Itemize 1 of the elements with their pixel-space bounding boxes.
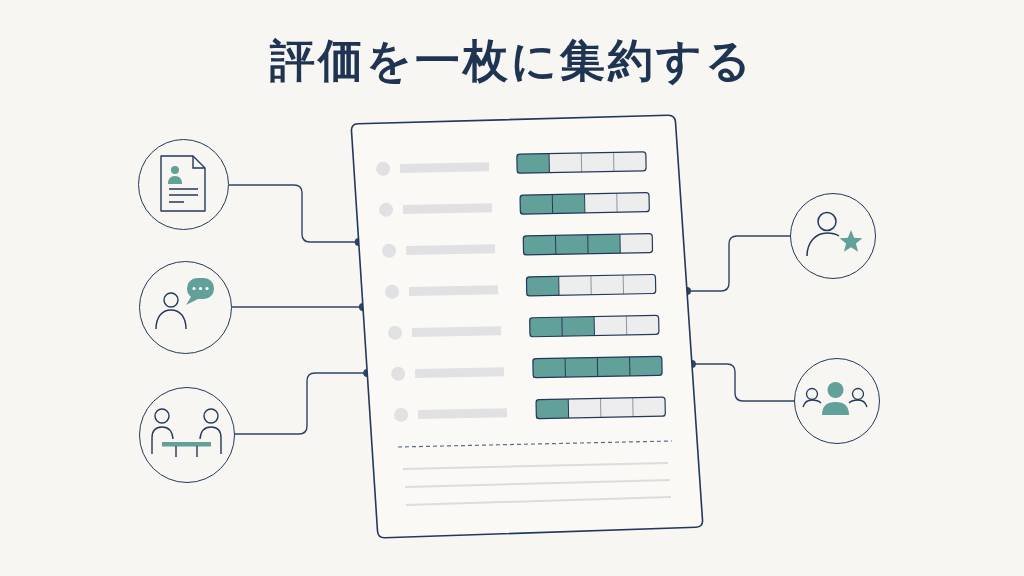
- diagram-title: 評価を一枚に集約する: [270, 34, 754, 88]
